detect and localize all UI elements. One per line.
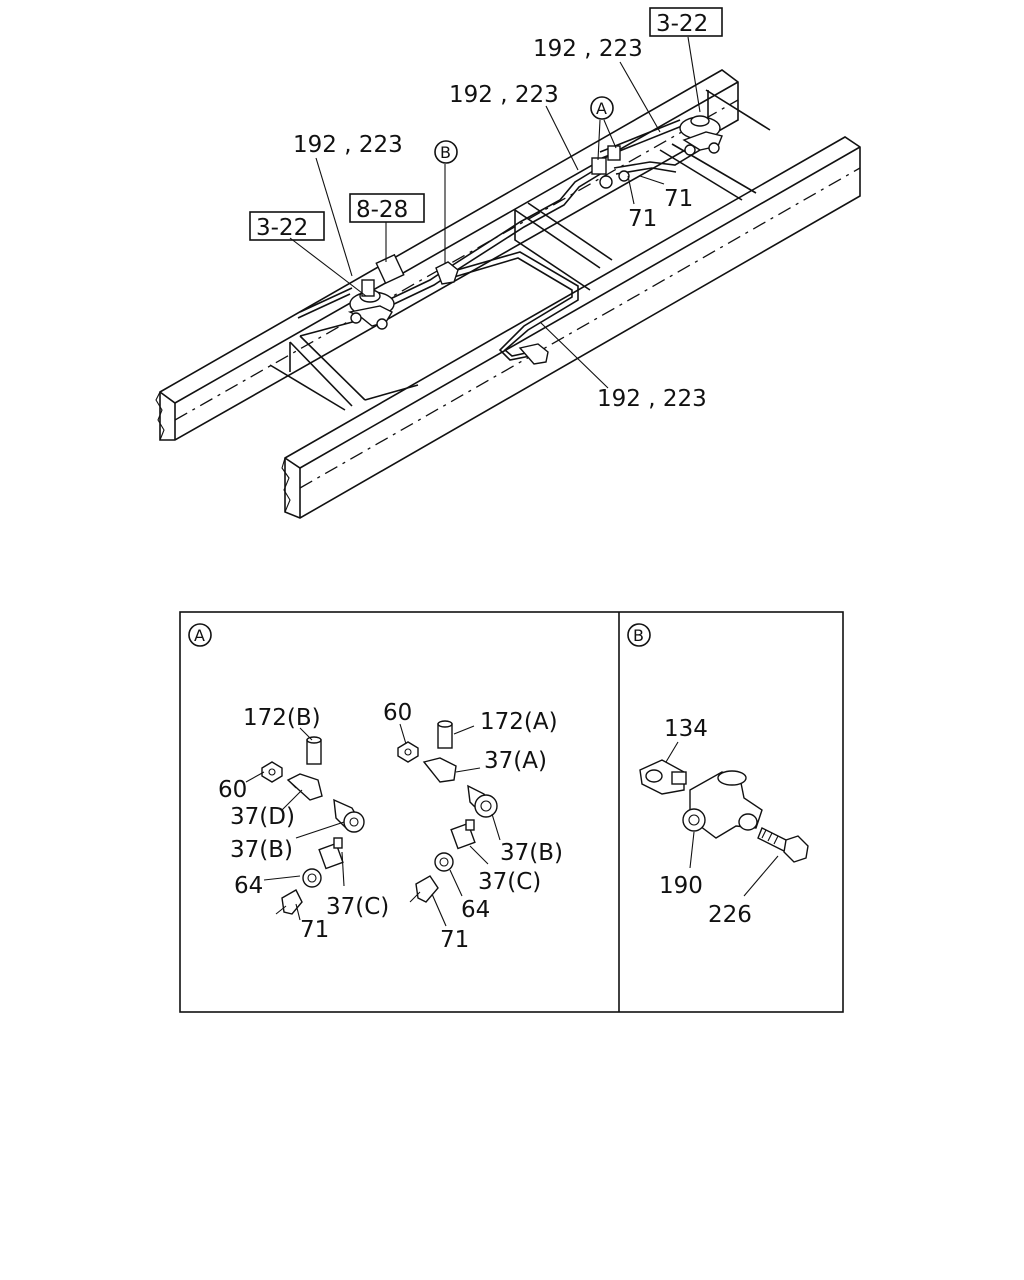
- fitting-bottom: [518, 343, 549, 365]
- part-172a: [437, 720, 453, 749]
- ref-8-28-label: 8-28: [356, 197, 408, 223]
- label-60-right: 60: [383, 700, 412, 726]
- part-37b-right: [467, 784, 498, 818]
- part-60-left: [261, 761, 283, 783]
- label-37c-right: 37(C): [478, 869, 541, 895]
- part-64-right: [434, 852, 454, 872]
- part-60-right: [397, 741, 419, 763]
- label-37a: 37(A): [484, 748, 547, 774]
- callout-a-label: A: [596, 99, 607, 118]
- callout-a: A: [590, 96, 614, 120]
- label-172a: 172(A): [480, 709, 558, 735]
- detail-panels-frame: [179, 611, 844, 1013]
- ref-box-3-22-top: 3-22: [649, 7, 723, 37]
- label-37b-right: 37(B): [500, 840, 563, 866]
- detail-b: B 134 190 226: [627, 623, 809, 928]
- front-valve-assembly: [347, 253, 405, 330]
- label-71-right: 71: [440, 927, 469, 953]
- part-37d: [286, 773, 323, 801]
- label-pipe-3: 192 , 223: [293, 132, 403, 158]
- detail-a: A: [188, 623, 563, 953]
- label-71-left: 71: [300, 917, 329, 943]
- label-37b-left: 37(B): [230, 837, 293, 863]
- detail-b-marker: B: [633, 626, 644, 645]
- callout-b-label: B: [440, 143, 451, 162]
- part-37a: [422, 757, 457, 783]
- ref-box-8-28: 8-28: [349, 193, 425, 223]
- part-37c-right: [450, 819, 476, 850]
- ref-box-3-22-left: 3-22: [249, 211, 325, 241]
- part-37b-left: [333, 798, 365, 833]
- label-37d: 37(D): [230, 804, 295, 830]
- ref-3-22-top-label: 3-22: [656, 11, 708, 37]
- label-64-left: 64: [234, 873, 263, 899]
- label-172b: 172(B): [243, 705, 321, 731]
- callout-b: B: [434, 140, 458, 164]
- part-37c-left: [318, 837, 344, 870]
- part-190: [682, 808, 706, 832]
- label-134: 134: [664, 716, 708, 742]
- ref-3-22-left-label: 3-22: [256, 215, 308, 241]
- label-60-left: 60: [218, 777, 247, 803]
- part-226: [757, 827, 809, 863]
- label-hose-2: 71: [628, 206, 657, 232]
- fitting-b: [435, 261, 459, 285]
- chassis-frame: [155, 69, 861, 519]
- label-37c-left: 37(C): [326, 894, 389, 920]
- rear-valve-assembly: [679, 115, 723, 156]
- part-134: [639, 759, 687, 795]
- label-226: 226: [708, 902, 752, 928]
- label-190: 190: [659, 873, 703, 899]
- label-pipe-4: 192 , 223: [597, 386, 707, 412]
- label-64-right: 64: [461, 897, 490, 923]
- leader-lines: [289, 36, 701, 389]
- part-172b: [306, 736, 322, 765]
- fitting-a-group: [591, 145, 630, 189]
- part-64-left: [302, 868, 322, 888]
- detail-a-marker: A: [194, 626, 205, 645]
- label-pipe-2: 192 , 223: [449, 82, 559, 108]
- label-pipe-1: 192 , 223: [533, 36, 643, 62]
- label-hose-1: 71: [664, 186, 693, 212]
